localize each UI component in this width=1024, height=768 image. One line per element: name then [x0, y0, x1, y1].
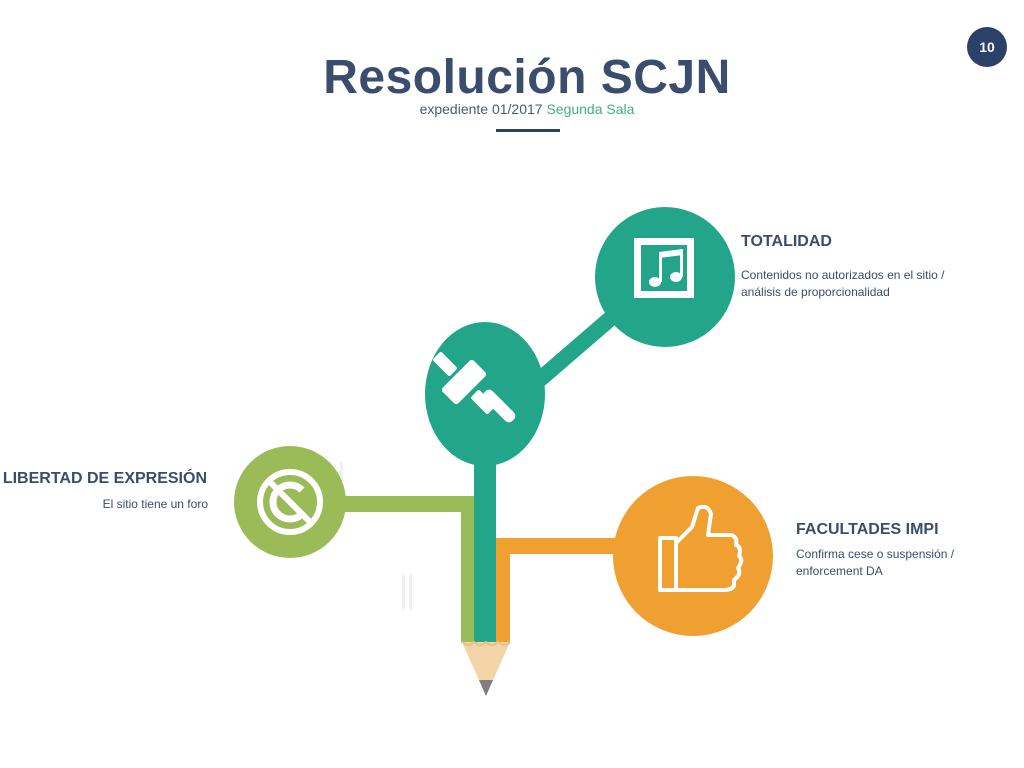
title-underline — [496, 129, 560, 132]
impi-title: FACULTADES IMPI — [796, 521, 939, 538]
node-totalidad — [595, 207, 735, 347]
faint-mark — [402, 574, 405, 610]
pencil-lead — [479, 680, 493, 696]
music-file-icon — [634, 238, 694, 298]
connector-impi — [494, 538, 630, 642]
no-copyright-icon — [257, 469, 323, 535]
subtitle-expediente: expediente 01/2017 — [419, 101, 543, 117]
pencil-tip — [462, 642, 510, 696]
node-gavel — [425, 322, 545, 466]
pencil-body — [474, 440, 496, 642]
slide-subtitle: expediente 01/2017 Segunda Sala — [0, 101, 1024, 117]
node-libertad — [234, 446, 346, 558]
faint-mark — [409, 574, 412, 610]
libertad-description: El sitio tiene un foro — [102, 497, 208, 511]
libertad-title: LIBERTAD DE EXPRESIÓN — [2, 470, 207, 487]
faint-mark — [340, 462, 343, 480]
slide-title: Resolución SCJN — [323, 51, 731, 104]
node-impi — [613, 476, 773, 636]
page-number-badge: 10 — [967, 27, 1007, 67]
page-number: 10 — [979, 39, 995, 55]
totalidad-description: Contenidos no autorizados en el sitio / … — [741, 268, 945, 299]
impi-description: Confirma cese o suspensión / enforcement… — [796, 547, 955, 578]
totalidad-title: TOTALIDAD — [741, 233, 832, 250]
impi-circle — [613, 476, 773, 636]
pencil-shaving-edge — [461, 640, 511, 646]
thumbs-up-icon — [658, 504, 744, 592]
gavel-icon — [433, 352, 516, 423]
subtitle-sala: Segunda Sala — [546, 101, 635, 117]
connector-libertad — [340, 496, 477, 642]
